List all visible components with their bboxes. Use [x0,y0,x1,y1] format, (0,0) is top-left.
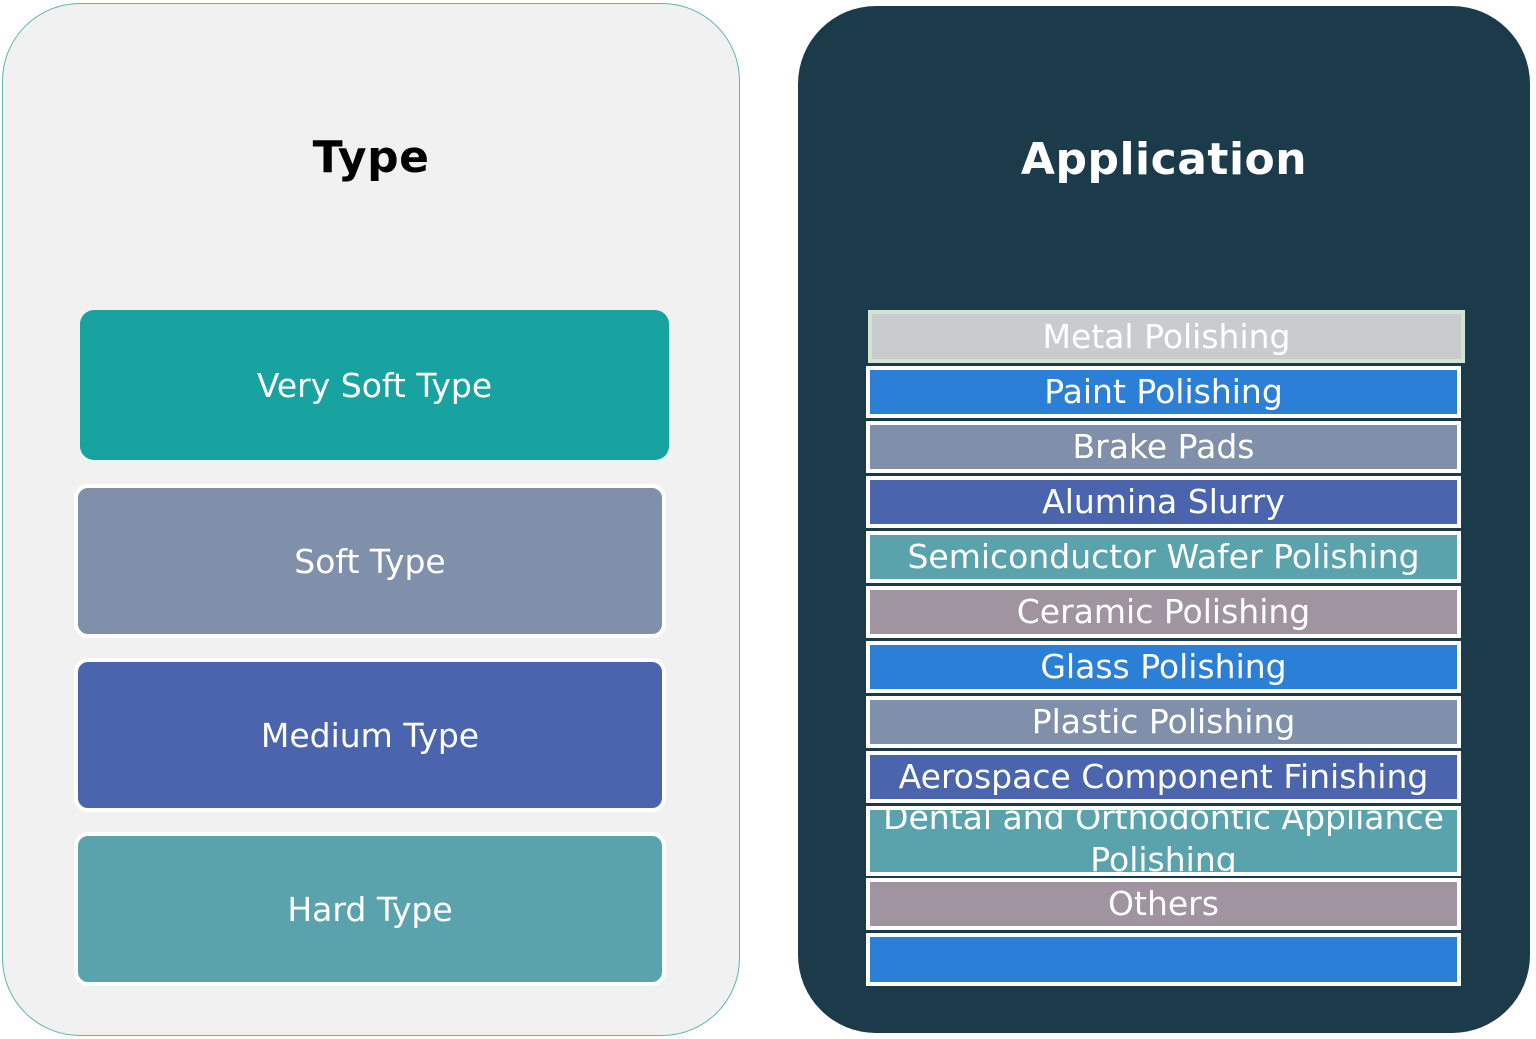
application-bar-alumina-slurry: Alumina Slurry [866,476,1461,528]
application-panel-title: Application [1020,134,1308,185]
application-bar-label: Glass Polishing [1040,647,1287,687]
application-bar-others: Others [866,878,1461,930]
application-bar-label: Others [1108,884,1219,924]
application-bar-dental-orthodontic-polishing: Dental and Orthodontic Appliance Polishi… [866,806,1461,876]
type-box-soft: Soft Type [74,484,666,638]
type-box-label: Hard Type [287,889,453,929]
application-bar-label: Brake Pads [1072,427,1255,467]
application-bar-label: Paint Polishing [1044,372,1283,412]
application-bar-label: Dental and Orthodontic Appliance Polishi… [883,806,1444,876]
type-box-label: Soft Type [294,541,446,581]
application-bar-label: Aerospace Component Finishing [898,757,1429,797]
type-box-label: Very Soft Type [256,365,493,405]
application-bar-metal-polishing: Metal Polishing [868,310,1465,363]
type-box-very-soft: Very Soft Type [80,310,669,460]
application-bar-paint-polishing: Paint Polishing [866,366,1461,418]
application-bar-brake-pads: Brake Pads [866,421,1461,473]
type-box-label: Medium Type [260,715,480,755]
type-box-hard: Hard Type [74,832,666,986]
type-panel-title: Type [312,132,430,183]
application-bar-plastic-polishing: Plastic Polishing [866,696,1461,748]
application-bar-aerospace-component-finishing: Aerospace Component Finishing [866,751,1461,803]
application-bar-label: Semiconductor Wafer Polishing [907,537,1420,577]
application-bar-blank [866,933,1461,986]
application-bar-glass-polishing: Glass Polishing [866,641,1461,693]
application-bar-label: Ceramic Polishing [1016,592,1311,632]
application-bar-semiconductor-wafer-polishing: Semiconductor Wafer Polishing [866,531,1461,583]
application-bar-label: Metal Polishing [1042,316,1291,356]
application-bar-ceramic-polishing: Ceramic Polishing [866,586,1461,638]
application-bar-label: Alumina Slurry [1042,482,1285,522]
application-bar-label: Plastic Polishing [1031,702,1296,742]
type-box-medium: Medium Type [74,658,666,812]
